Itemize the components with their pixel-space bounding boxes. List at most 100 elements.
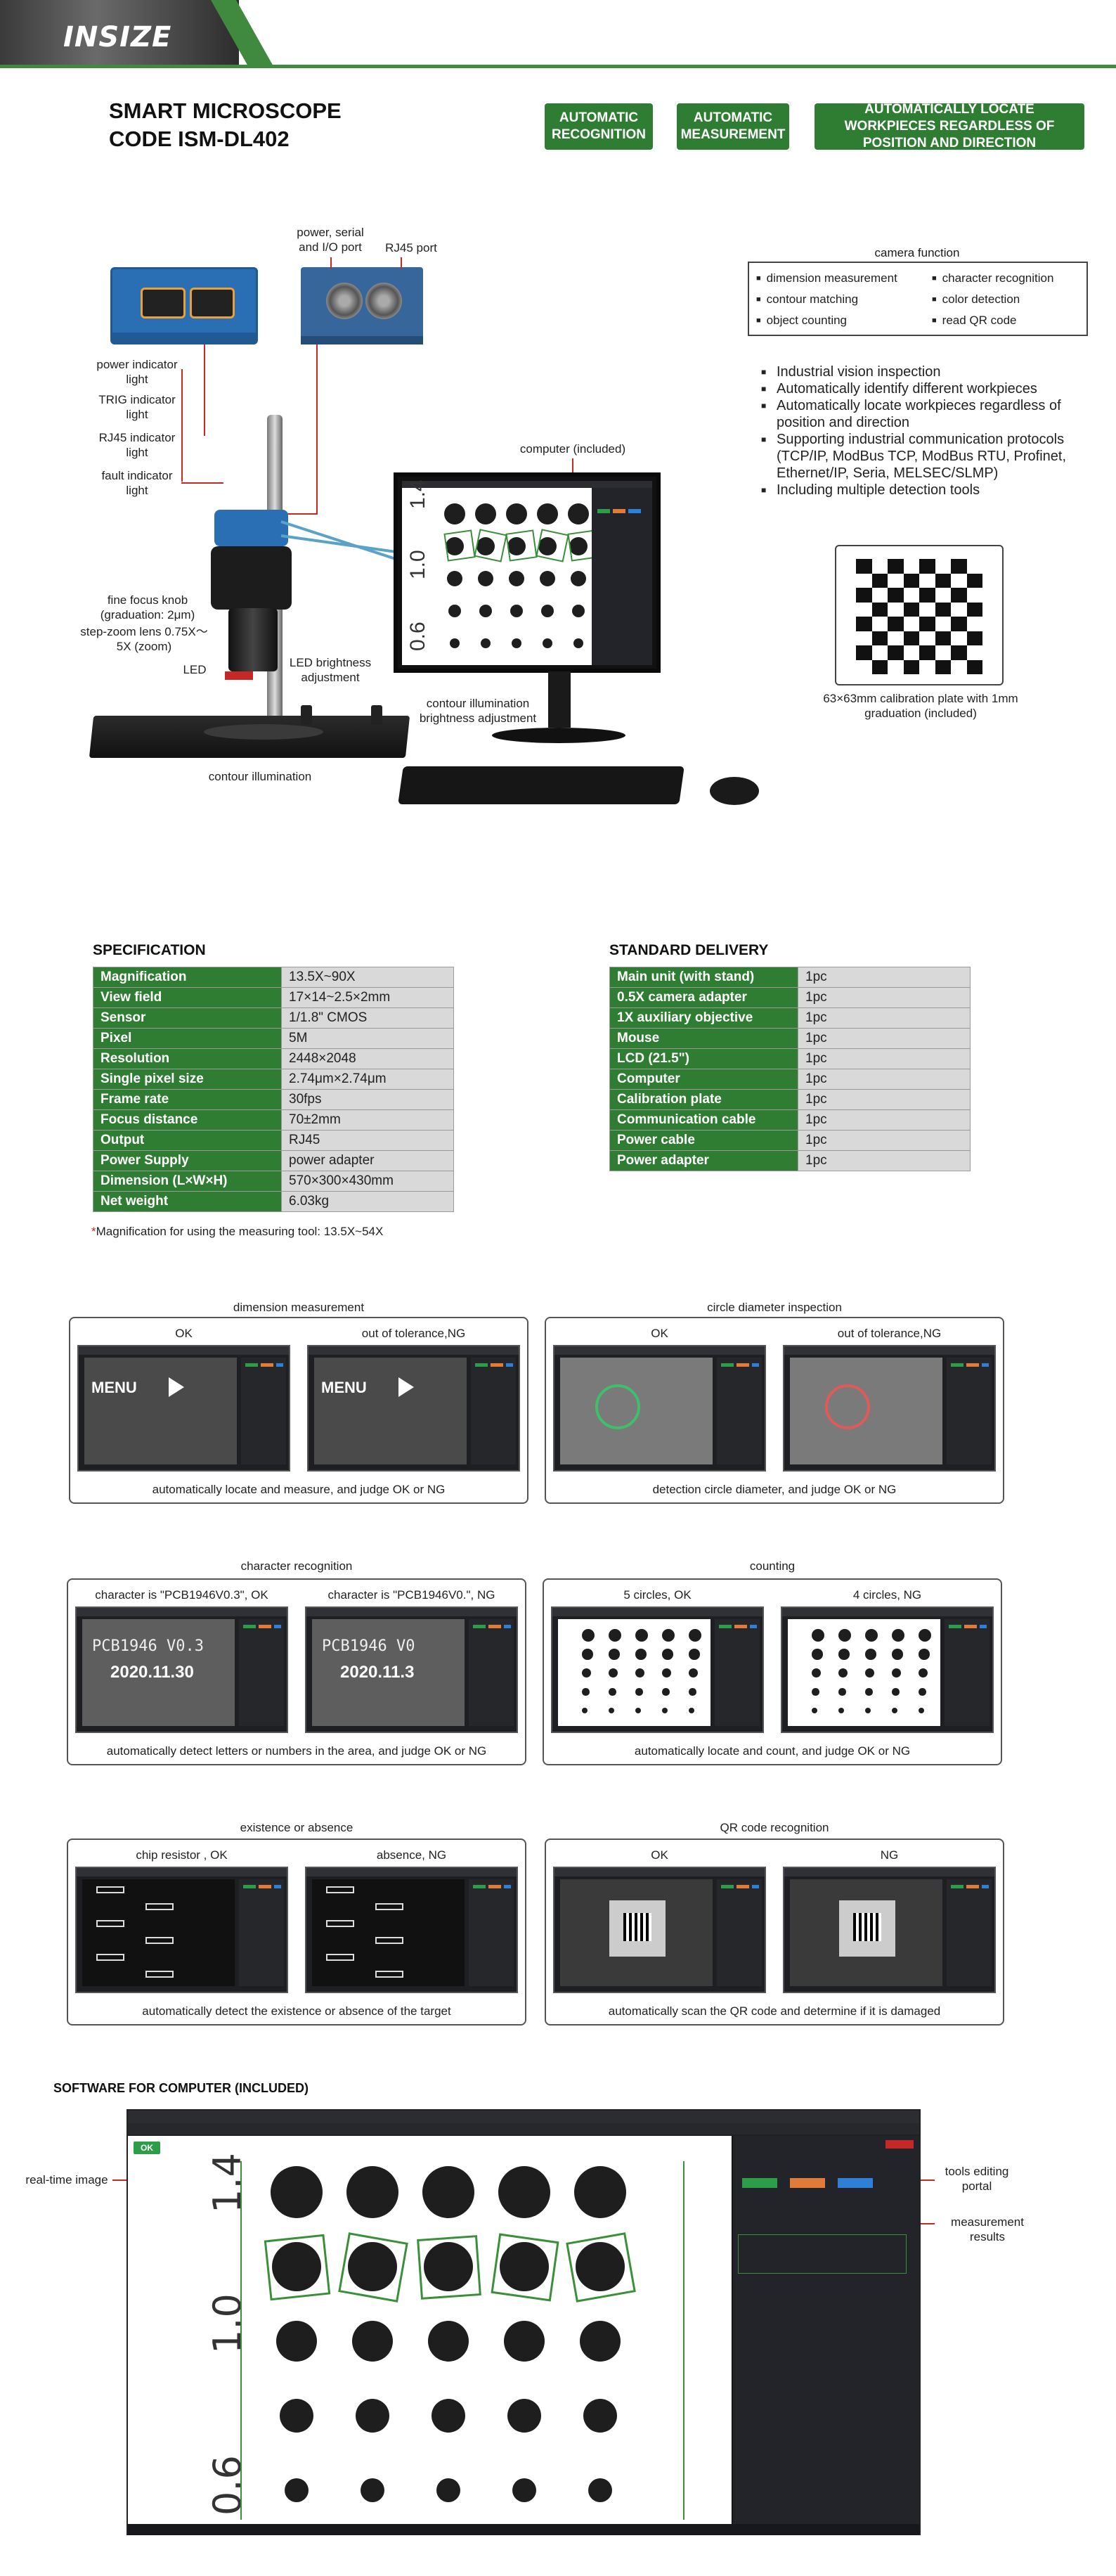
indicator-panel-closeup: [110, 267, 258, 344]
demo-title: existence or absence: [240, 1821, 353, 1834]
roi-line: [683, 2161, 684, 2520]
monitor-side-panel: [592, 488, 652, 665]
leader-line: [281, 513, 318, 515]
callout-zoom-lens: step-zoom lens 0.75X～5X (zoom): [80, 625, 208, 653]
monitor-stand: [548, 671, 571, 728]
table-value: 1pc: [798, 1069, 971, 1090]
table-key: Computer: [609, 1069, 798, 1090]
mouse: [710, 777, 759, 805]
microscope-body: [211, 546, 292, 610]
demo-label-ng: absence, NG: [376, 1848, 447, 1862]
demo-title: dimension measurement: [233, 1301, 365, 1314]
image-tick: 0.6: [205, 2455, 249, 2516]
table-row: LCD (21.5")1pc: [609, 1048, 971, 1069]
table-key: Net weight: [93, 1191, 282, 1212]
delivery-heading: STANDARD DELIVERY: [609, 942, 769, 958]
table-value: 6.03kg: [281, 1191, 454, 1212]
table-value: 1pc: [798, 1007, 971, 1029]
table-value: 5M: [281, 1028, 454, 1049]
table-key: Main unit (with stand): [609, 967, 798, 988]
demo-label-ng: out of tolerance,NG: [361, 1327, 466, 1340]
monitor-foot: [492, 728, 625, 743]
demo-caption: detection circle diameter, and judge OK …: [652, 1483, 897, 1496]
led-ring: [225, 671, 253, 680]
callout-rj45-light: RJ45 indicator light: [98, 431, 176, 459]
table-value: 13.5X~90X: [281, 967, 454, 988]
tool-button[interactable]: [790, 2178, 825, 2188]
callout-power-serial-io: power, serial and I/O port: [297, 226, 364, 254]
label-measurement-results: measurement results: [951, 2215, 1024, 2243]
tool-button[interactable]: [838, 2178, 873, 2188]
note-text: Magnification for using the measuring to…: [96, 1225, 384, 1238]
camera-function-box: dimension measurement character recognit…: [748, 262, 1088, 336]
table-value: 1pc: [798, 1028, 971, 1049]
camera-function-item: read QR code: [932, 314, 1017, 328]
feature-item: Automatically identify different workpie…: [761, 380, 1091, 397]
table-key: Communication cable: [609, 1109, 798, 1131]
demo-label-ok: chip resistor , OK: [136, 1848, 228, 1862]
leader-line: [181, 482, 223, 484]
demo-screenshot-ng: [305, 1867, 518, 1993]
table-value: 17×14~2.5×2mm: [281, 987, 454, 1008]
table-key: Power adapter: [609, 1150, 798, 1171]
menu-key: MENU: [321, 1379, 367, 1396]
specification-note: *Magnification for using the measuring t…: [91, 1225, 383, 1239]
monitor-image-area: 1.4 1.0 0.6: [402, 479, 599, 665]
page-header: INSIZE: [0, 0, 1116, 68]
callout-led: LED: [183, 663, 207, 676]
demo-caption: automatically locate and count, and judg…: [634, 1744, 911, 1758]
software-status-bar: [128, 2524, 919, 2535]
tool-button[interactable]: [742, 2178, 777, 2188]
demo-screenshot-ok: [553, 1345, 766, 1471]
callout-fine-focus: fine focus knob (graduation: 2μm): [100, 593, 195, 622]
callout-contour-illumination: contour illumination: [208, 770, 312, 783]
zoom-lens: [228, 608, 278, 671]
table-key: Pixel: [93, 1028, 282, 1049]
demo-label-ng: character is "PCB1946V0.", NG: [327, 1588, 495, 1602]
table-key: Power cable: [609, 1130, 798, 1151]
demo-label-ok: OK: [175, 1327, 193, 1340]
table-key: Mouse: [609, 1028, 798, 1049]
demo-label-ok: character is "PCB1946V0.3", OK: [95, 1588, 268, 1602]
camera-function-item: object counting: [756, 314, 847, 328]
brand-logo: INSIZE: [63, 21, 172, 53]
leader-line: [204, 344, 205, 436]
table-key: Resolution: [93, 1048, 282, 1069]
table-key: Power Supply: [93, 1150, 282, 1171]
demo-label-ok: OK: [651, 1848, 668, 1862]
table-key: 0.5X camera adapter: [609, 987, 798, 1008]
table-value: 1pc: [798, 1150, 971, 1171]
label-realtime-image: real-time image: [25, 2173, 108, 2187]
monitor-tick: 1.0: [406, 550, 429, 579]
table-key: Single pixel size: [93, 1069, 282, 1090]
demo-caption: automatically detect letters or numbers …: [106, 1744, 487, 1758]
table-value: power adapter: [281, 1150, 454, 1171]
callout-trig-light: TRIG indicator light: [98, 393, 176, 421]
table-value: 2448×2048: [281, 1048, 454, 1069]
leader-line: [907, 2223, 935, 2224]
ocr-line-1: PCB1946 V0: [322, 1637, 415, 1655]
table-value: 570×300×430mm: [281, 1171, 454, 1192]
software-image-view: OK 1.4 1.0 0.6: [128, 2136, 732, 2524]
table-key: Sensor: [93, 1007, 282, 1029]
leader-line: [181, 369, 183, 482]
table-value: 1pc: [798, 967, 971, 988]
camera-head: [214, 510, 288, 546]
demo-label-ok: 5 circles, OK: [623, 1588, 692, 1602]
table-row: Main unit (with stand)1pc: [609, 967, 971, 988]
